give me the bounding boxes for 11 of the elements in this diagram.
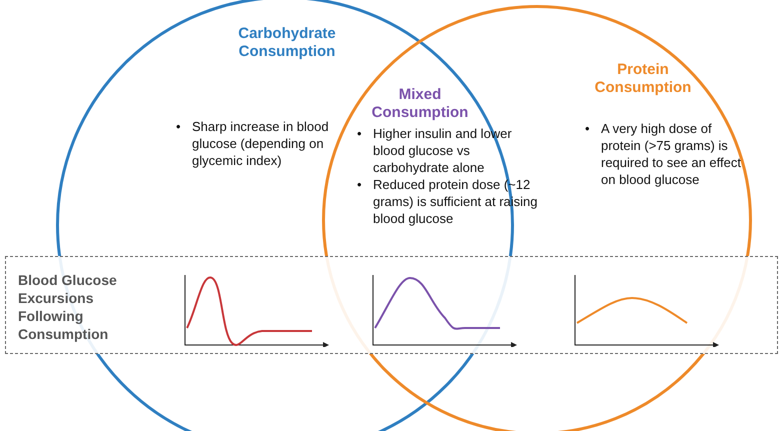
circle-heading: Carbohydrate Consumption <box>237 25 337 61</box>
bullet-mark: • <box>585 120 591 138</box>
bullet-text: Sharp increase in blood glucose (depending on glycemic index) <box>192 118 330 169</box>
bullet-mark: • <box>357 176 363 194</box>
region-heading: Mixed Consumption <box>370 86 470 122</box>
bullet-text: A very high dose of protein (>75 grams) is required to see an effect on blood glucose <box>601 120 742 188</box>
bullet-mark: • <box>357 125 363 143</box>
bullet-mark: • <box>176 118 182 136</box>
dashed-panel <box>5 256 778 354</box>
panel-heading: Blood Glucose Excursions Following Consumption <box>18 271 118 343</box>
circle-heading: Protein Consumption <box>594 61 692 97</box>
